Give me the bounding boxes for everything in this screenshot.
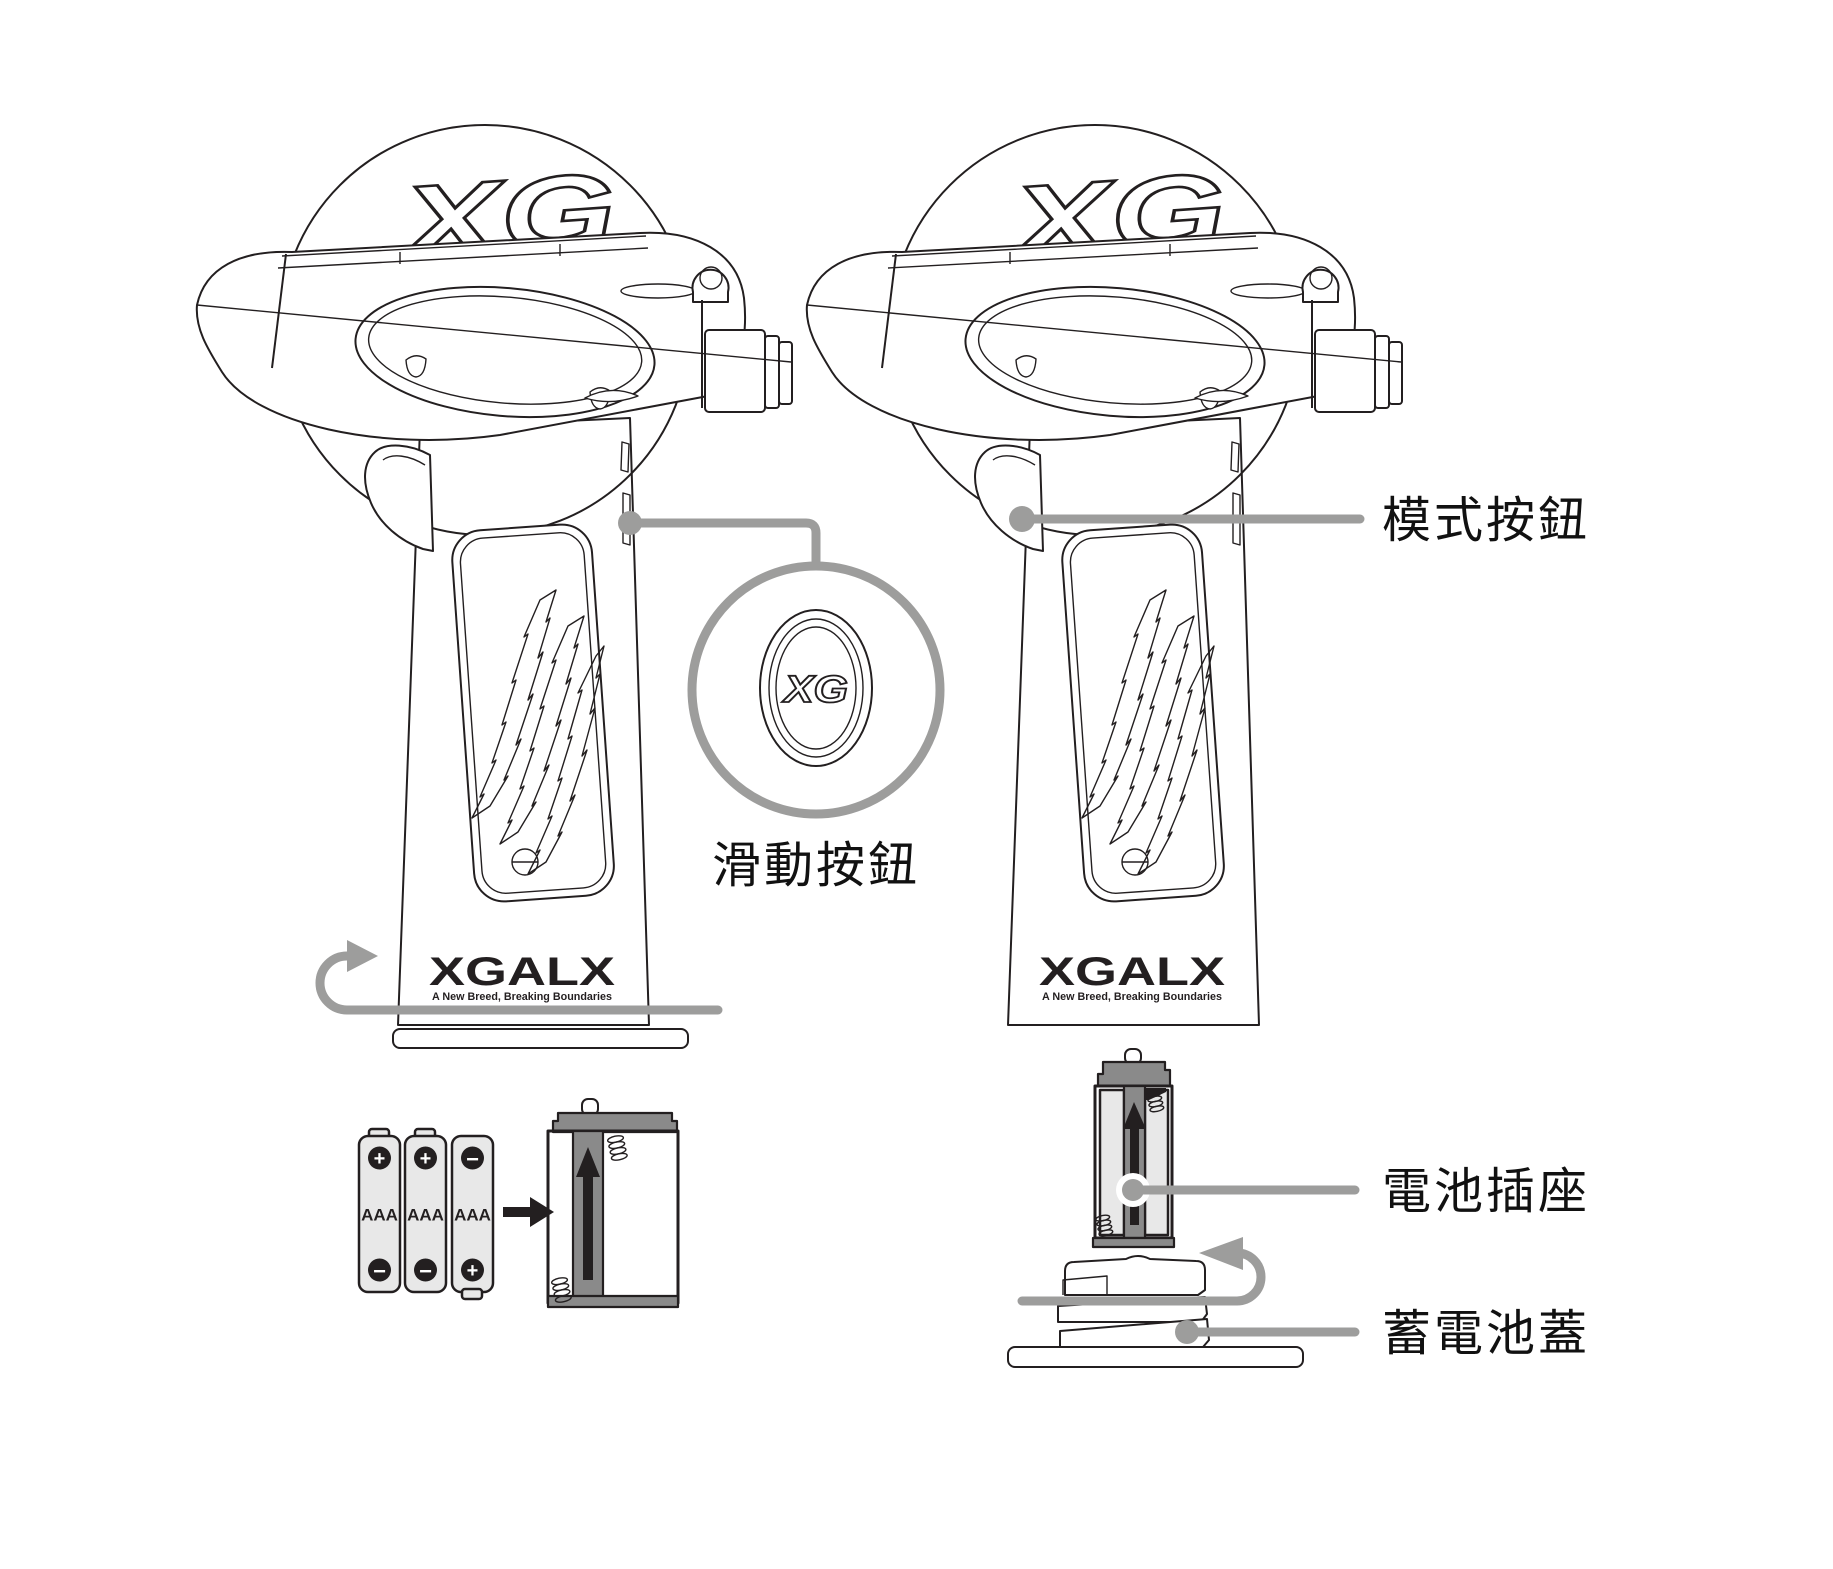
mode-button-callout: 模式按鈕 <box>1009 494 1590 548</box>
rotate-arrow-curve <box>1017 1248 1266 1306</box>
svg-text:+: + <box>374 1148 386 1170</box>
mode-button-dot <box>1009 506 1035 532</box>
lanyard-ring-hole <box>699 266 723 290</box>
dome-barrel-lens <box>584 389 639 403</box>
label-slide-button: 滑動按鈕 <box>712 839 920 893</box>
slide-button-detail: XG <box>759 609 873 767</box>
minus-terminal-icon <box>368 1258 391 1282</box>
lanyard-ring <box>691 268 730 303</box>
spring-coil-icon <box>1095 1214 1114 1237</box>
battery-socket-dot <box>1122 1179 1144 1201</box>
trigger <box>364 444 434 552</box>
battery-installation-diagram: + AAA − + AAA − − AAA + <box>357 1098 680 1309</box>
battery-cover-cap <box>1064 1255 1206 1296</box>
plus-terminal-icon <box>414 1146 437 1170</box>
battery-cover-callout: 蓄電池蓋 <box>1175 1307 1590 1361</box>
up-arrow-icon <box>576 1147 600 1177</box>
svg-text:−: − <box>466 1147 479 1172</box>
rotate-cover-arrow <box>1017 1237 1266 1306</box>
label-mode-button: 模式按鈕 <box>1382 494 1590 548</box>
battery-cover-assembly <box>1007 1237 1304 1368</box>
slide-button-dot <box>618 511 642 535</box>
aaa-battery-3: − AAA + <box>450 1134 495 1301</box>
svg-text:−: − <box>373 1259 386 1284</box>
minus-terminal-icon <box>461 1146 484 1170</box>
base-plate-left <box>392 1028 689 1049</box>
slide-button-logo-text: XG <box>782 669 848 711</box>
nose-cone-line <box>271 253 287 369</box>
battery-size-label: AAA <box>454 1206 491 1225</box>
battery-cover-dot <box>1175 1320 1199 1344</box>
aaa-battery-2: + AAA − <box>403 1127 448 1294</box>
slide-button-callout: XG 滑動按鈕 <box>618 511 945 893</box>
svg-text:−: − <box>419 1259 432 1284</box>
rotate-base-arrow-left <box>315 940 723 1015</box>
aaa-battery-1: + AAA − <box>357 1127 402 1294</box>
up-arrow-icon <box>1123 1102 1146 1129</box>
base-plate-right <box>1007 1346 1304 1368</box>
trigger-inner-line <box>382 455 426 466</box>
plus-terminal-icon <box>368 1146 391 1170</box>
svg-text:+: + <box>420 1148 432 1170</box>
insert-arrow-icon <box>503 1197 554 1227</box>
spring-coil-icon <box>606 1135 628 1161</box>
battery-holder <box>546 1098 680 1309</box>
spring-coil-icon <box>1146 1090 1165 1113</box>
grip-tagline-text: A New Breed, Breaking Boundaries <box>432 991 612 1003</box>
svg-text:+: + <box>467 1260 479 1282</box>
battery-size-label: AAA <box>361 1206 398 1225</box>
handheld-fan-device: XGALX A New Breed, Breaking Boundaries X… <box>195 124 793 1026</box>
battery-socket-callout: 電池插座 <box>1116 1165 1590 1219</box>
device-barrel <box>195 231 746 441</box>
recess-bump-left <box>405 355 427 378</box>
battery-pack <box>1091 1048 1176 1249</box>
nozzle <box>701 300 793 413</box>
barrel-seam-line <box>196 304 792 363</box>
grip-logo-text: XGALX <box>429 950 615 994</box>
minus-terminal-icon <box>414 1258 437 1282</box>
rotate-arrow-head <box>347 940 378 972</box>
rotate-arrow-curve <box>315 951 723 1015</box>
label-battery-cover: 蓄電池蓋 <box>1382 1307 1590 1361</box>
plus-terminal-icon <box>461 1258 484 1282</box>
barrel-recess <box>354 285 656 419</box>
battery-size-label: AAA <box>407 1206 444 1225</box>
spring-coil-icon <box>550 1277 572 1303</box>
rotate-arrow-head <box>1199 1237 1243 1270</box>
zoom-callout-circle <box>687 561 945 819</box>
slide-button-leader-line <box>625 518 821 567</box>
label-battery-socket: 電池插座 <box>1382 1165 1590 1219</box>
barrel-top-strip <box>277 235 649 269</box>
battery-cover-cap-detail <box>1062 1275 1108 1295</box>
